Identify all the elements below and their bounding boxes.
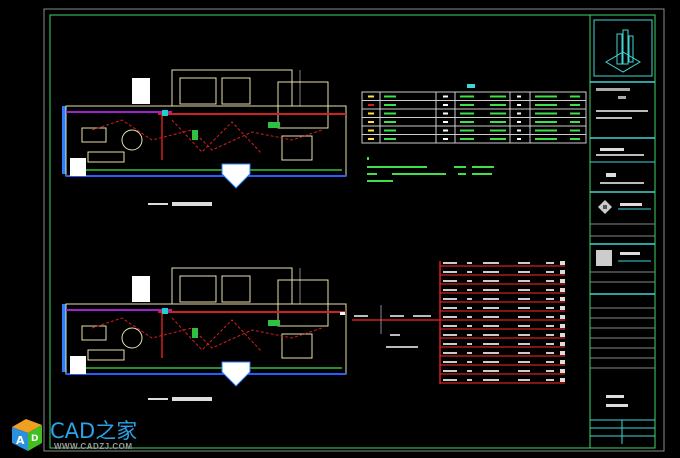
company-logo-frame <box>593 19 653 77</box>
cadzj-watermark: A D CAD之家 WWW.CADZJ.COM <box>8 413 148 455</box>
circuit-branch <box>440 360 565 366</box>
outer-sheet-border <box>43 8 665 452</box>
circuit-branch <box>440 378 565 384</box>
legend-row <box>368 104 580 106</box>
legend-row <box>368 138 580 140</box>
legend-row <box>368 121 580 123</box>
watermark-url: WWW.CADZJ.COM <box>54 442 133 451</box>
upper-floor-plan <box>61 69 347 206</box>
circuit-branch <box>440 342 565 348</box>
circuit-branch <box>440 351 565 357</box>
circuit-branch <box>440 270 565 276</box>
watermark-brand: CAD之家 <box>50 419 138 443</box>
circuit-branch <box>440 315 565 321</box>
legend-notes <box>367 157 494 182</box>
lower-plan-title <box>148 398 168 400</box>
legend-row <box>368 95 580 98</box>
legend-table <box>361 84 587 144</box>
circuit-branch <box>440 288 565 294</box>
stamp-image <box>596 250 612 266</box>
svg-text:D: D <box>31 434 38 444</box>
lower-floor-plan <box>61 267 347 401</box>
legend-row <box>368 129 580 132</box>
distribution-system-diagram <box>340 261 565 384</box>
title-block <box>589 14 656 449</box>
building-logo-icon <box>605 29 641 73</box>
cube-logo-icon: A D <box>12 419 42 451</box>
circuit-branch <box>440 333 565 339</box>
circuit-branch <box>440 324 565 330</box>
legend-row <box>368 112 580 115</box>
svg-text:A: A <box>16 434 25 447</box>
circuit-branch <box>440 369 565 375</box>
circuit-branch <box>440 297 565 303</box>
circuit-branch <box>440 306 565 312</box>
circuit-branch <box>440 261 565 267</box>
circuit-branch <box>440 279 565 285</box>
partner-logo-icon <box>598 200 612 214</box>
upper-plan-title <box>148 203 168 205</box>
